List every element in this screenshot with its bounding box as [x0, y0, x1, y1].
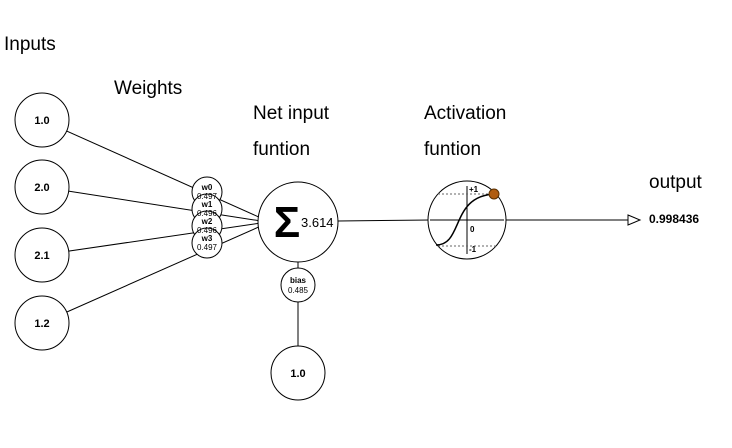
input-value-1: 1.0 — [34, 115, 49, 127]
input-value-2: 2.0 — [34, 182, 49, 194]
label-inputs: Inputs — [4, 34, 56, 55]
weight-name-w0: w0 — [201, 183, 213, 192]
bias-input-node — [270, 345, 326, 401]
weight-name-w3: w3 — [201, 234, 213, 243]
input-value-3: 2.1 — [34, 250, 49, 262]
bias-label: bias — [290, 276, 307, 285]
input-node-1 — [14, 92, 70, 148]
weight-value-w0: 0.497 — [197, 192, 218, 201]
weight-name-w2: w2 — [201, 217, 213, 226]
sum-node-circle — [257, 181, 339, 263]
edge-input1-sum — [41, 119, 262, 219]
sigma-icon: Σ — [274, 198, 300, 247]
output-value: 0.998436 — [649, 212, 699, 226]
weight-name-w1: w1 — [201, 200, 213, 209]
weight-nodes: w0 0.497 w1 0.496 w2 0.496 w3 0.497 — [191, 176, 223, 259]
edge-input2-sum — [41, 186, 262, 222]
axis-label-zero: 0 — [470, 225, 475, 234]
weight-value-w2: 0.496 — [197, 226, 218, 235]
axis-label-plus1: +1 — [469, 185, 479, 194]
edge-input4-sum — [41, 225, 262, 324]
label-activation-2: funtion — [424, 139, 481, 160]
label-weights: Weights — [114, 78, 182, 99]
input-nodes: 1.0 2.0 2.1 1.2 — [14, 92, 70, 351]
bias-value: 0.485 — [288, 286, 309, 295]
connection-lines — [41, 119, 628, 348]
label-output: output — [649, 172, 703, 193]
weight-value-w1: 0.496 — [197, 209, 218, 218]
input-node-2 — [14, 159, 70, 215]
edge-input3-sum — [41, 222, 262, 256]
input-node-4 — [14, 295, 70, 351]
activation-node: +1 0 -1 — [427, 180, 507, 260]
weight-node-w3 — [191, 227, 223, 259]
sigmoid-curve — [435, 193, 497, 246]
weight-value-w3: 0.497 — [197, 243, 218, 252]
sum-value: 3.614 — [301, 215, 334, 230]
section-labels: Inputs Weights Net input funtion Activat… — [4, 34, 703, 193]
label-net-input-1: Net input — [253, 103, 330, 124]
edge-sum-activation — [337, 219, 431, 222]
bias-input-value: 1.0 — [290, 368, 305, 380]
label-activation-1: Activation — [424, 103, 506, 124]
axis-label-minus1: -1 — [469, 245, 477, 254]
input-value-4: 1.2 — [34, 318, 49, 330]
input-node-3 — [14, 227, 70, 283]
label-net-input-2: funtion — [253, 139, 310, 160]
sum-node: Σ 3.614 — [257, 181, 339, 263]
bias-node: bias 0.485 1.0 — [270, 267, 326, 401]
output-arrowhead-icon — [627, 214, 642, 226]
activation-point-marker — [488, 188, 500, 200]
bias-node-circle — [280, 267, 316, 303]
